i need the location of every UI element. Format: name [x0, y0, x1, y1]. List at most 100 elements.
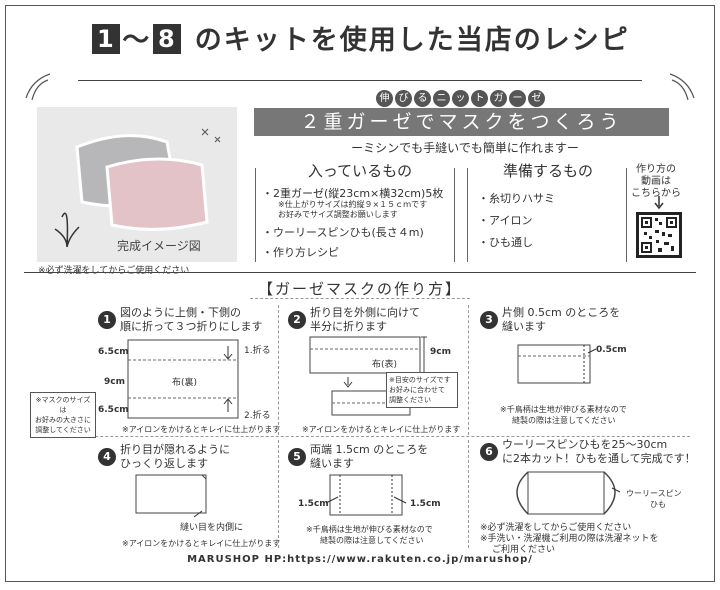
size-note-line1: ※マスクのサイズは [35, 396, 91, 414]
tag-char: 伸 [376, 90, 393, 107]
tag-char: び [395, 90, 412, 107]
size-note-line3: 調整ください [389, 396, 431, 404]
step-3-caption-1: ※千鳥柄は生地が伸びる素材なので [500, 405, 627, 414]
step-4-caption: ※アイロンをかけるとキレイに仕上がります [122, 539, 281, 548]
grid-divider-h [30, 436, 690, 437]
step-6-number: 6 [480, 440, 498, 461]
step-6-text: ウーリースピンひもを25〜30cm に2本カット！ひもを通して完成です！ [502, 438, 696, 466]
step-4-number: 4 [98, 445, 116, 466]
tag-char: ト [471, 90, 488, 107]
tag-char: ゼ [528, 90, 545, 107]
step-5-diagram [325, 474, 407, 516]
tag-char: ニ [433, 90, 450, 107]
qr-pattern [639, 215, 679, 255]
photo-label: 完成イメージ図 [117, 239, 201, 253]
step-6-caption-2: ※手洗い・洗濯機ご利用の際は洗濯ネットを [480, 534, 659, 544]
footer-url[interactable]: MARUSHOP HP:https://www.rakuten.co.jp/ma… [187, 554, 533, 565]
grid-divider-v1 [278, 305, 279, 435]
step-5-line1: 両端 1.5cm のところを [310, 443, 429, 456]
corner-deco-left [25, 73, 51, 101]
step-2-line2: 半分に折ります [310, 320, 387, 333]
step-6-string-label-1: ウーリースピン [626, 489, 682, 498]
step-6-string-label-2: ひも [650, 500, 666, 509]
step-1-diagram [127, 339, 239, 419]
tag-char: ー [509, 90, 526, 107]
step-1-text: 図のように上側・下側の 順に折って３つ折りにします [120, 306, 262, 334]
prepare-bracket [467, 168, 627, 262]
page-frame [5, 5, 715, 582]
step-4-line2: ひっくり返します [120, 457, 208, 470]
stretch-knit-gauze-tag: 伸 び る ニ ッ ト ガ ー ゼ [376, 90, 545, 108]
step-1-fold1: 1.折る [244, 346, 271, 356]
step-3-caption-2: 縫製の際は注意してください [512, 416, 616, 425]
contents-size-note-1: ※仕上がりサイズは約縦９×１５ｃｍです [278, 200, 428, 209]
step-5-left-dim: 1.5cm [298, 499, 329, 509]
step-2-fabric-front: 布(表) [372, 360, 398, 370]
kit-number-end: 8 [153, 24, 182, 54]
photo-wash-note: ※必ず洗濯をしてからご使用ください [38, 266, 190, 276]
step-1-line2: 順に折って３つ折りにします [120, 320, 263, 333]
step-3-dim: 0.5cm [596, 345, 627, 355]
contents-item-gauze: ・2重ガーゼ(縦23cm×横32cm)5枚 [262, 187, 444, 200]
title-tilde: 〜 [122, 25, 152, 56]
step-5-caption-1: ※千鳥柄は生地が伸びる素材なので [306, 525, 433, 534]
tag-char: ガ [490, 90, 507, 107]
main-banner: ２重ガーゼでマスクをつくろう [254, 108, 669, 136]
qr-code[interactable] [636, 212, 682, 258]
step-1-size-note: ※マスクのサイズは お好みの大きさに 調整してください [30, 392, 96, 438]
contents-item-recipe: ・作り方レシピ [262, 246, 339, 259]
step-1-mid-dim: 9cm [104, 377, 125, 387]
contents-heading: 入っているもの [307, 162, 413, 180]
mask-illustration [54, 128, 221, 248]
step-3-line1: 片側 0.5cm のところを [502, 306, 621, 319]
step-5-right-dim: 1.5cm [410, 499, 441, 509]
title-text: のキットを使用した当店のレシピ [194, 25, 630, 56]
step-6-caption-1: ※必ず洗濯をしてからご使用ください [480, 523, 632, 533]
grid-divider-v2 [468, 305, 469, 435]
grid-divider-v3 [278, 440, 279, 548]
prepare-item-iron: ・アイロン [478, 214, 533, 227]
video-text-3: こちらから [631, 188, 681, 199]
step-2-line1: 折り目を外側に向けて [310, 306, 420, 319]
step-1-fabric-back: 布(裏) [172, 378, 198, 388]
step-3-diagram [517, 344, 597, 384]
size-note-line3: 調整してください [35, 426, 91, 434]
tag-char: ッ [452, 90, 469, 107]
step-1-caption: ※アイロンをかけるとキレイに仕上がります [122, 425, 281, 434]
step-6-diagram [516, 471, 621, 515]
step-4-diagram [135, 474, 207, 518]
step-5-line2: 縫います [310, 457, 354, 470]
section-title-underline [250, 298, 470, 299]
kit-number-start: 1 [92, 24, 121, 54]
step-1-line1: 図のように上側・下側の [120, 306, 241, 319]
step-2-number: 2 [288, 308, 306, 329]
corner-deco-right [669, 73, 695, 101]
step-1-top-dim: 6.5cm [98, 347, 129, 357]
banner-subtitle: ーミシンでも手縫いでも簡単に作れますー [351, 141, 579, 155]
finished-image-photo: 完成イメージ図 [37, 107, 237, 262]
step-3-text: 片側 0.5cm のところを 縫います [502, 306, 620, 334]
contents-size-note-2: お好みでサイズ調整お願いします [278, 210, 398, 219]
step-6-caption-3: ご利用ください [492, 545, 556, 555]
step-2-size-note: ※目安のサイズです お好みに合わせて 調整ください [386, 372, 458, 408]
contents-item-string: ・ウーリースピンひも(長さ４m) [262, 226, 424, 239]
contents-bracket [255, 168, 455, 262]
size-note-line2: お好みに合わせて [389, 386, 445, 394]
prepare-heading: 準備するもの [502, 162, 593, 180]
top-divider [78, 80, 642, 81]
grid-divider-v4 [468, 440, 469, 548]
arrow-down-icon [654, 196, 664, 210]
step-2-dim: 9cm [430, 347, 451, 357]
step-3-line2: 縫います [502, 320, 546, 333]
prepare-item-threader: ・ひも通し [478, 236, 533, 249]
tag-char: る [414, 90, 431, 107]
prepare-item-scissors: ・糸切りハサミ [478, 192, 555, 205]
size-note-line2: お好みの大きさに [35, 416, 91, 424]
step-4-line1: 折り目が隠れるように [120, 443, 230, 456]
step-5-number: 5 [288, 445, 306, 466]
step-1-number: 1 [98, 308, 116, 329]
step-4-seam-label: 縫い目を内側に [180, 523, 244, 533]
step-6-line1: ウーリースピンひもを25〜30cm [502, 438, 668, 451]
step-4-text: 折り目が隠れるように ひっくり返します [120, 443, 230, 471]
step-1-bot-dim: 6.5cm [98, 405, 129, 415]
